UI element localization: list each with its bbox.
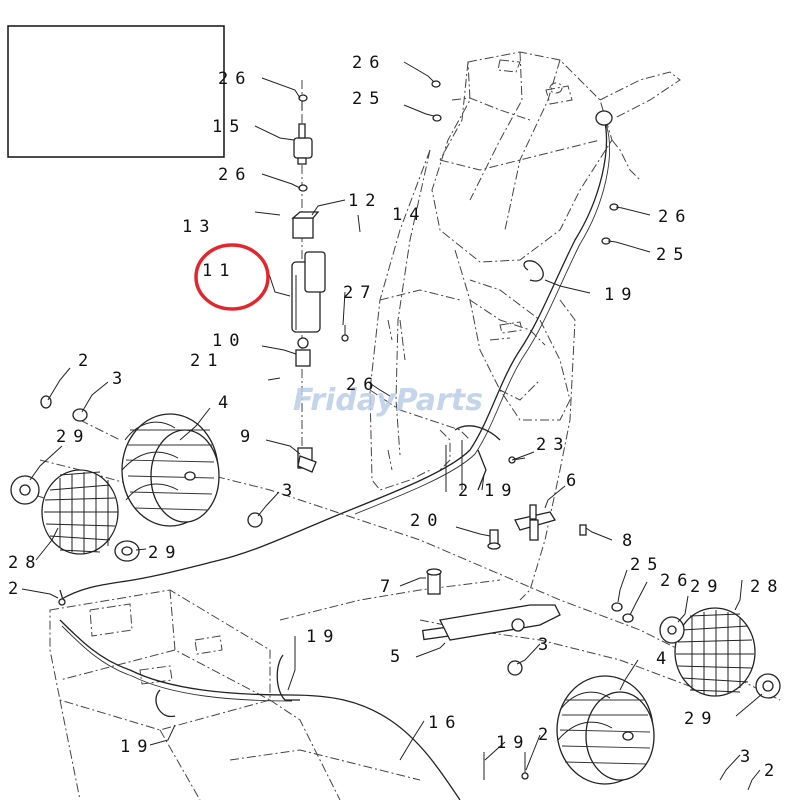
callout-label[interactable]: 19	[306, 627, 340, 647]
callout-label[interactable]: 26	[658, 207, 692, 227]
actuator-assembly	[254, 80, 349, 473]
hardware	[58, 80, 619, 780]
chassis	[49, 589, 461, 801]
callout-label[interactable]: 15	[212, 117, 246, 137]
watermark-logo: FridayParts	[293, 383, 483, 418]
callout-label[interactable]: 4	[218, 393, 235, 413]
callout-label[interactable]: 11	[202, 261, 236, 281]
callout-label[interactable]: 7	[380, 577, 397, 597]
callout-label[interactable]: 2	[8, 579, 25, 599]
callout-label[interactable]: 4	[656, 649, 673, 669]
callout-label[interactable]: 2	[78, 351, 95, 371]
leader-lines	[21, 61, 763, 791]
callout-label[interactable]: 21	[190, 351, 224, 371]
title-box	[7, 25, 225, 158]
callout-label[interactable]: 19	[496, 733, 530, 753]
brush-roller-right	[556, 675, 655, 785]
callout-label[interactable]: 19	[484, 481, 518, 501]
callout-label[interactable]: 8	[622, 531, 639, 551]
callout-label[interactable]: 3	[282, 481, 299, 501]
callout-label[interactable]: 2	[764, 761, 781, 781]
callout-label[interactable]: 14	[392, 205, 426, 225]
callout-label[interactable]: 27	[343, 283, 377, 303]
callout-label[interactable]: 2	[458, 481, 475, 501]
bristle-brush-right	[507, 602, 781, 699]
callout-label[interactable]: 28	[750, 577, 784, 597]
callout-label[interactable]: 19	[120, 737, 154, 757]
callout-label[interactable]: 3	[112, 369, 129, 389]
callout-label[interactable]: 10	[212, 331, 246, 351]
callout-label[interactable]: 26	[346, 375, 380, 395]
callout-label[interactable]: 12	[348, 191, 382, 211]
callout-label[interactable]: 3	[538, 635, 555, 655]
callout-label[interactable]: 19	[604, 285, 638, 305]
brush-roller-left	[121, 413, 220, 527]
drive-cable	[59, 110, 613, 601]
callout-label[interactable]: 26	[218, 69, 252, 89]
callout-label[interactable]: 6	[566, 471, 583, 491]
callout-label[interactable]: 13	[182, 217, 216, 237]
callout-label[interactable]: 29	[684, 709, 718, 729]
callout-label[interactable]: 29	[690, 577, 724, 597]
highlight-circle	[194, 243, 270, 311]
callout-label[interactable]: 26	[660, 571, 694, 591]
callout-label[interactable]: 28	[8, 553, 42, 573]
callout-label[interactable]: 26	[218, 165, 252, 185]
callout-label[interactable]: 16	[428, 713, 462, 733]
callout-label[interactable]: 29	[56, 427, 90, 447]
callout-label[interactable]: 5	[390, 647, 407, 667]
callout-label[interactable]: 25	[352, 89, 386, 109]
callout-label[interactable]: 23	[536, 435, 570, 455]
callout-labels: 26 15 26 13 12 14 11 27 10 21 26 25 26 2…	[8, 53, 784, 781]
callout-label[interactable]: 3	[740, 747, 757, 767]
callout-label[interactable]: 26	[352, 53, 386, 73]
callout-label[interactable]: 2	[538, 725, 555, 745]
callout-label[interactable]: 29	[148, 543, 182, 563]
callout-label[interactable]: 25	[630, 555, 664, 575]
bristle-brush-left	[10, 395, 263, 562]
callout-label[interactable]: 20	[410, 511, 444, 531]
main-frame	[369, 51, 681, 601]
callout-label[interactable]: 25	[656, 245, 690, 265]
callout-label[interactable]: 9	[240, 427, 257, 447]
